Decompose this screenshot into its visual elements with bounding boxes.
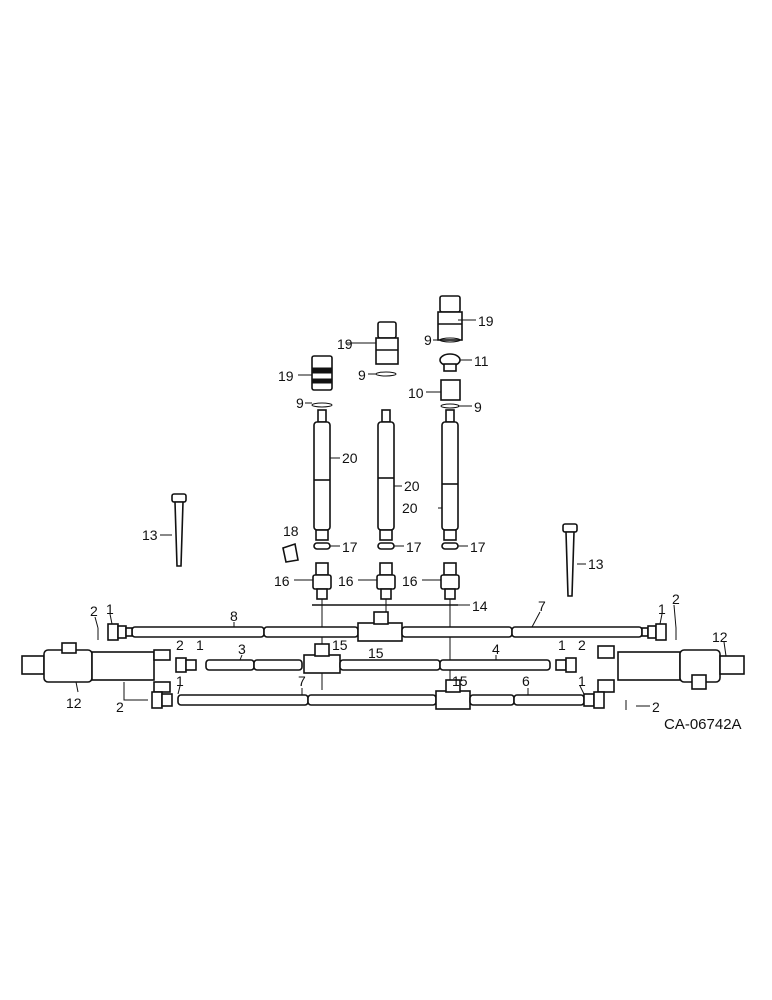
callout-6: 6 xyxy=(522,673,530,689)
callout-19: 19 xyxy=(337,336,353,352)
callout-2: 2 xyxy=(578,637,586,653)
callout-16: 16 xyxy=(338,573,354,589)
hose-20-right xyxy=(441,409,459,541)
fitting-16-left xyxy=(312,562,332,600)
callout-2: 2 xyxy=(116,699,124,715)
callout-1: 1 xyxy=(196,637,204,653)
callout-7: 7 xyxy=(538,598,546,614)
callout-17: 17 xyxy=(470,539,486,555)
o-ring-17-right xyxy=(441,542,459,550)
callout-12: 12 xyxy=(712,629,728,645)
callout-1: 1 xyxy=(558,637,566,653)
callout-18: 18 xyxy=(283,523,299,539)
fitting-1-middle-left xyxy=(175,657,197,673)
callout-1: 1 xyxy=(658,601,666,617)
adapter-11 xyxy=(439,353,461,372)
callout-9: 9 xyxy=(424,332,432,348)
callout-20: 20 xyxy=(342,450,358,466)
o-ring-9-right-bottom xyxy=(440,403,460,409)
callout-12: 12 xyxy=(66,695,82,711)
callout-9: 9 xyxy=(358,367,366,383)
callout-1: 1 xyxy=(106,601,114,617)
callout-2: 2 xyxy=(90,603,98,619)
callout-15: 15 xyxy=(368,645,384,661)
callout-9: 9 xyxy=(296,395,304,411)
hose-7-top xyxy=(401,626,643,638)
dust-cap-18 xyxy=(282,542,299,563)
fitting-1-middle-right xyxy=(555,657,577,673)
o-ring-17-left xyxy=(313,542,331,550)
fitting-1-top-left xyxy=(107,623,133,641)
drawing-code: CA-06742A xyxy=(664,716,742,733)
hydraulic-cylinder-12-left xyxy=(21,642,155,683)
hose-20-center xyxy=(377,409,395,541)
quick-coupler-19-right xyxy=(437,295,463,341)
callout-13: 13 xyxy=(588,556,604,572)
callout-20: 20 xyxy=(404,478,420,494)
callout-20: 20 xyxy=(402,500,418,516)
o-ring-9-center xyxy=(375,371,397,377)
fitting-1-bottom-right xyxy=(583,691,605,709)
tee-15-middle xyxy=(303,643,341,674)
callout-15: 15 xyxy=(452,673,468,689)
callout-2: 2 xyxy=(672,591,680,607)
callout-16: 16 xyxy=(402,573,418,589)
leader-lines xyxy=(75,319,727,707)
callout-1: 1 xyxy=(578,673,586,689)
callout-17: 17 xyxy=(406,539,422,555)
o-ring-17-center xyxy=(377,542,395,550)
callout-15: 15 xyxy=(332,637,348,653)
callout-8: 8 xyxy=(230,608,238,624)
callout-1: 1 xyxy=(176,673,184,689)
callout-4: 4 xyxy=(492,641,500,657)
hose-8 xyxy=(131,626,359,638)
hose-4 xyxy=(339,659,551,671)
quick-coupler-19-left xyxy=(311,355,333,391)
callout-11: 11 xyxy=(474,353,489,369)
callout-10: 10 xyxy=(408,385,424,401)
hose-3 xyxy=(205,659,303,671)
fitting-16-center xyxy=(376,562,396,600)
callout-19: 19 xyxy=(278,368,294,384)
fitting-1-bottom-left xyxy=(151,691,173,709)
fitting-16-right xyxy=(440,562,460,600)
tee-15-top xyxy=(357,611,403,642)
cable-tie-13-left xyxy=(171,493,187,567)
callout-2: 2 xyxy=(176,637,184,653)
bracket-2-right xyxy=(597,645,615,693)
cable-tie-13-right xyxy=(562,523,578,597)
callout-14: 14 xyxy=(472,598,488,614)
o-ring-9-left xyxy=(311,402,333,408)
quick-coupler-19-center xyxy=(375,321,399,365)
coupling-10 xyxy=(440,379,461,401)
hose-7-bottom xyxy=(177,694,437,706)
bracket-2-left xyxy=(153,649,171,693)
hose-6 xyxy=(469,694,585,706)
callout-3: 3 xyxy=(238,641,246,657)
callout-2: 2 xyxy=(652,699,660,715)
callout-16: 16 xyxy=(274,573,290,589)
hydraulic-cylinder-12-right xyxy=(617,649,745,690)
callout-7: 7 xyxy=(298,673,306,689)
callout-13: 13 xyxy=(142,527,158,543)
hose-20-left xyxy=(313,409,331,541)
callout-17: 17 xyxy=(342,539,358,555)
fitting-1-top-right xyxy=(641,623,667,641)
callout-19: 19 xyxy=(478,313,494,329)
callout-9: 9 xyxy=(474,399,482,415)
